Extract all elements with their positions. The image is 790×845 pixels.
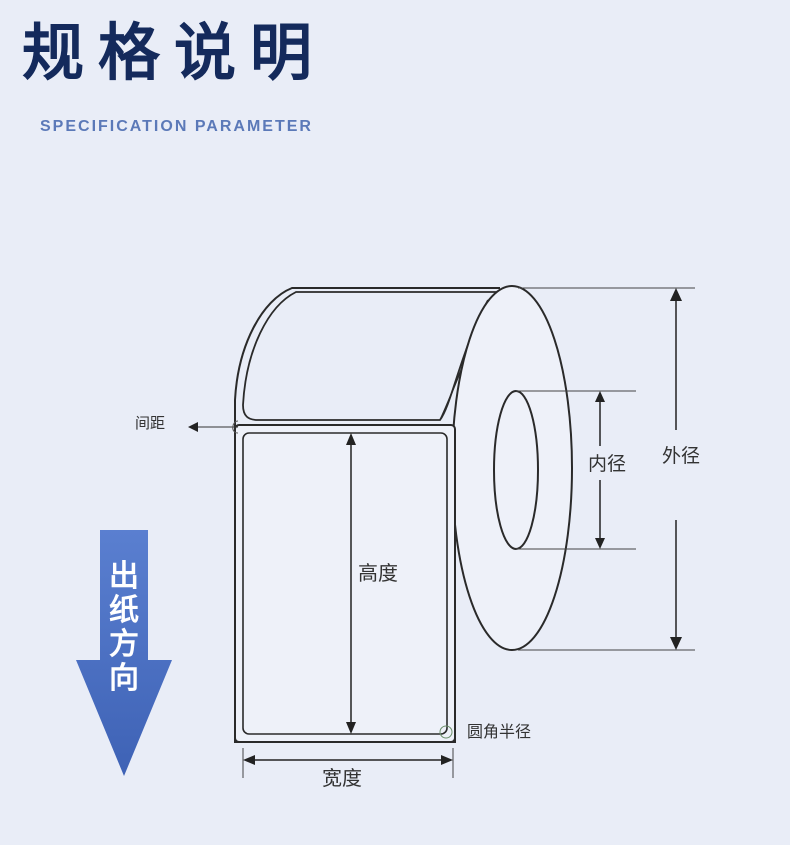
feed-direction-char: 向 (109, 661, 139, 696)
feed-direction-char: 方 (109, 627, 139, 662)
roll-core-ellipse (493, 390, 539, 550)
height-dimension (346, 433, 356, 734)
outer-diameter-label: 外径 (662, 445, 700, 467)
feed-direction-label: 出 纸 方 向 (104, 560, 144, 696)
gap-label: 间距 (135, 414, 165, 432)
label-outer (234, 424, 456, 743)
corner-radius-label: 圆角半径 (467, 722, 531, 741)
page-title: 规格说明 (22, 16, 327, 89)
feed-direction-char: 出 (109, 559, 139, 594)
label-inner (242, 432, 448, 735)
width-label: 宽度 (322, 766, 362, 790)
page-subtitle: SPECIFICATION PARAMETER (40, 118, 313, 135)
roll-top-outer (234, 287, 500, 743)
outer-diameter-dimension (518, 287, 695, 651)
corner-radius-marker (439, 725, 453, 739)
inner-diameter-label: 内径 (588, 453, 626, 475)
feed-direction-arrow (76, 530, 172, 776)
inner-diameter-dimension (516, 390, 636, 550)
height-label: 高度 (358, 561, 398, 585)
gap-pointer (188, 420, 239, 434)
feed-direction-char: 纸 (109, 593, 139, 628)
width-dimension (242, 748, 454, 778)
roll-top-inner (242, 291, 500, 421)
